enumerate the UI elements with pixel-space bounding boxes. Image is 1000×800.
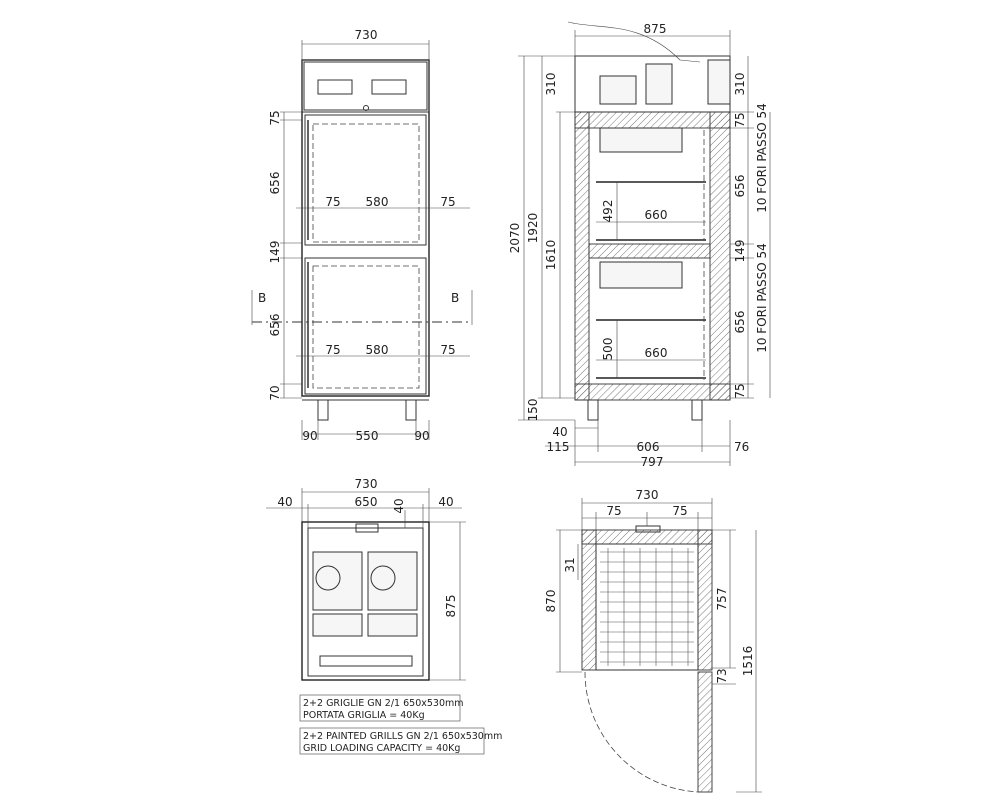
front-upper-left-label: 75 xyxy=(325,195,340,209)
side-mid-wall-label: 149 xyxy=(733,240,747,263)
front-view: 730 75 580 75 75 580 75 75 656 149 656 7… xyxy=(251,28,473,443)
side-lower-shelf-depth-label: 660 xyxy=(645,346,668,360)
side-lower-comp-label: 656 xyxy=(733,311,747,334)
front-mid-frame-label: 149 xyxy=(268,241,282,264)
condenser-icon xyxy=(645,63,673,105)
top-width-label: 730 xyxy=(355,477,378,491)
side-rear-foot xyxy=(691,399,703,421)
display-right-icon xyxy=(371,79,407,95)
side-depth-total-label: 797 xyxy=(641,455,664,469)
compressor-icon xyxy=(599,75,637,105)
side-upper-shelf-height-label: 492 xyxy=(601,200,615,223)
top-vent-icon xyxy=(355,523,379,533)
side-upper-shelf-depth-label: 660 xyxy=(645,208,668,222)
note-it-line-2: PORTATA GRIGLIA = 40Kg xyxy=(303,710,425,721)
control-box-icon xyxy=(707,59,731,105)
side-section: 875 2070 1920 310 1610 150 310 75 6 xyxy=(508,21,771,469)
grill-notes: 2+2 GRIGLIE GN 2/1 650x530mm PORTATA GRI… xyxy=(299,694,502,755)
plan-depth-label: 870 xyxy=(544,590,558,613)
evaporator-upper-icon xyxy=(599,127,683,153)
fan-left-icon xyxy=(312,551,363,611)
front-dims: 730 75 580 75 75 580 75 75 656 149 656 7… xyxy=(251,28,473,443)
plan-front-gap-label: 31 xyxy=(563,557,577,572)
open-door xyxy=(697,671,713,793)
top-view: 730 40 650 40 40 875 2+2 GRIGLIE GN 2/1 … xyxy=(266,477,502,755)
fan-right-rotor-icon xyxy=(370,565,396,591)
top-outline xyxy=(301,521,430,681)
side-unit-height-label: 310 xyxy=(544,73,558,96)
note-it-line-1: 2+2 GRIGLIE GN 2/1 650x530mm xyxy=(303,698,464,709)
front-lower-inner-label: 580 xyxy=(366,343,389,357)
side-depth-top-label: 875 xyxy=(644,22,667,36)
plan-door-thickness-label: 73 xyxy=(715,668,729,683)
plan-left-wall-label: 75 xyxy=(606,504,621,518)
side-foot-offset-label: 40 xyxy=(552,425,567,439)
unit-right-icon xyxy=(367,613,418,637)
side-bottom-wall-label: 75 xyxy=(733,383,747,398)
plan-dims: 730 75 75 31 870 757 73 1516 xyxy=(544,488,762,793)
door-swing-arc xyxy=(584,671,699,793)
side-height-total-label: 2070 xyxy=(508,223,522,254)
front-left-foot xyxy=(317,399,329,421)
side-rails-upper-label: 10 FORI PASSO 54 xyxy=(755,103,769,213)
front-right-foot-label: 90 xyxy=(414,429,429,443)
front-left-foot-label: 90 xyxy=(302,429,317,443)
note-en-line-1: 2+2 PAINTED GRILLS GN 2/1 650x530mm xyxy=(303,731,502,742)
front-upper-door-label: 656 xyxy=(268,172,282,195)
side-back-offset-label: 76 xyxy=(734,440,749,454)
front-width-label: 730 xyxy=(355,28,378,42)
note-en-line-2: GRID LOADING CAPACITY = 40Kg xyxy=(303,743,460,754)
side-dims: 875 2070 1920 310 1610 150 310 75 6 xyxy=(508,22,771,469)
section-mark-left: B xyxy=(258,291,266,305)
top-depth-label: 875 xyxy=(444,595,458,618)
fan-right-icon xyxy=(367,551,418,611)
side-front-offset-label: 115 xyxy=(547,440,570,454)
side-rails-lower-label: 10 FORI PASSO 54 xyxy=(755,243,769,353)
display-left-icon xyxy=(317,79,353,95)
top-left-margin-label: 40 xyxy=(277,495,292,509)
front-lower-door-label: 656 xyxy=(268,314,282,337)
top-inner-width-label: 650 xyxy=(355,495,378,509)
front-right-foot xyxy=(405,399,417,421)
front-foot-span-label: 550 xyxy=(356,429,379,443)
side-outline xyxy=(567,21,731,421)
front-outline xyxy=(301,59,430,421)
side-height-inner-label: 1610 xyxy=(544,240,558,271)
side-upper-comp-label: 656 xyxy=(733,175,747,198)
top-right-margin-label: 40 xyxy=(438,495,453,509)
side-inner-depth-label: 606 xyxy=(637,440,660,454)
fan-left-rotor-icon xyxy=(315,565,341,591)
front-upper-inner-label: 580 xyxy=(366,195,389,209)
evaporator-lower-icon xyxy=(599,261,683,289)
front-bottom-frame-label: 70 xyxy=(268,385,282,400)
side-feet-height-label: 150 xyxy=(526,399,540,422)
front-lower-left-label: 75 xyxy=(325,343,340,357)
plan-grill xyxy=(600,548,694,666)
power-button-icon xyxy=(363,105,369,111)
side-lower-shelf-height-label: 500 xyxy=(601,338,615,361)
front-upper-right-label: 75 xyxy=(440,195,455,209)
side-top-wall-label: 75 xyxy=(733,112,747,127)
unit-left-icon xyxy=(312,613,363,637)
side-unit-height-right-label: 310 xyxy=(733,73,747,96)
top-center-offset-label: 40 xyxy=(392,498,406,513)
front-top-frame-label: 75 xyxy=(268,110,282,125)
plan-section: 730 75 75 31 870 757 73 1516 xyxy=(544,488,762,793)
section-mark-right: B xyxy=(451,291,459,305)
side-front-foot xyxy=(587,399,599,421)
front-lower-right-label: 75 xyxy=(440,343,455,357)
top-dims: 730 40 650 40 40 875 xyxy=(266,477,466,681)
side-height-body-label: 1920 xyxy=(526,213,540,244)
plan-right-wall-label: 75 xyxy=(672,504,687,518)
plan-inner-depth-label: 757 xyxy=(715,588,729,611)
plan-outline xyxy=(581,525,713,793)
plan-door-swing-label: 1516 xyxy=(741,646,755,677)
plan-width-label: 730 xyxy=(636,488,659,502)
